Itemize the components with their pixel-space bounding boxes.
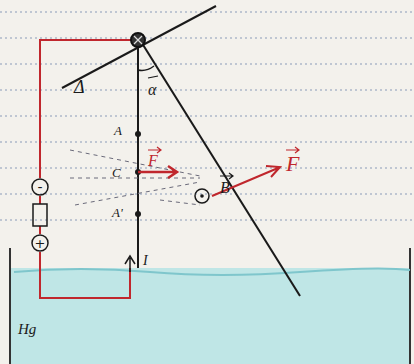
vector-sign	[148, 76, 158, 78]
pivot	[134, 36, 142, 44]
field-lines	[70, 150, 200, 205]
force-label: F	[286, 153, 299, 175]
rod-deflected	[140, 40, 300, 296]
angle-label: α	[148, 82, 156, 98]
terminal	[32, 179, 48, 195]
polarity-sign: -	[37, 180, 42, 194]
pivot	[131, 33, 145, 47]
current-label: I	[143, 254, 148, 268]
point	[135, 131, 141, 137]
resistor-symbol	[33, 204, 47, 226]
terminal	[32, 235, 48, 251]
wire	[40, 40, 136, 298]
ruled-lines	[0, 12, 414, 220]
field-label: B	[220, 180, 230, 196]
axis-label: Δ	[74, 78, 85, 96]
current-arrow	[125, 256, 135, 272]
container	[10, 248, 410, 364]
point-label: A	[114, 124, 122, 137]
vector-sign	[220, 173, 233, 179]
rod	[137, 42, 139, 268]
mercury-surface	[14, 268, 410, 275]
point-label: C	[112, 166, 121, 179]
point-label: A'	[112, 206, 123, 219]
angle-arc	[138, 66, 154, 71]
field-symbol	[195, 189, 209, 203]
force-vector	[212, 166, 280, 196]
point	[135, 211, 141, 217]
force-label: F	[148, 153, 158, 169]
field-symbol	[200, 194, 204, 198]
mercury	[10, 268, 410, 364]
mercury-label: Hg	[18, 322, 36, 337]
polarity-sign: +	[35, 237, 46, 250]
